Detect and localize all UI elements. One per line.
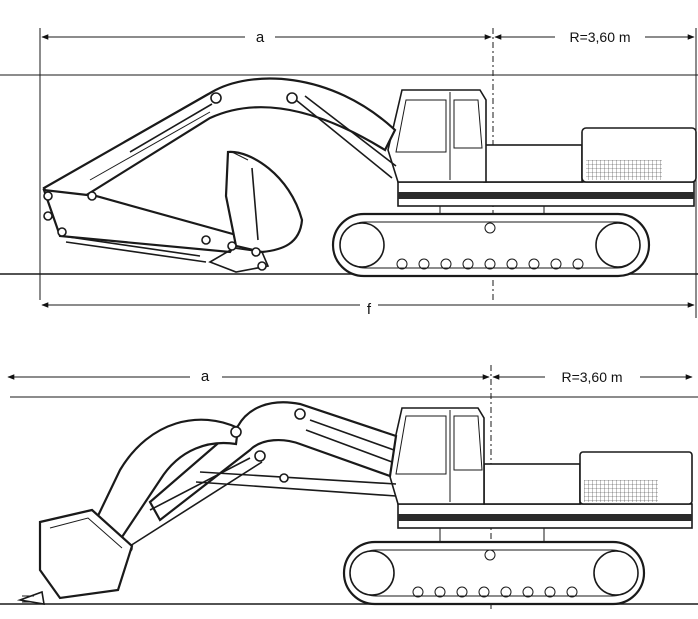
dimension-f: f [41, 301, 695, 318]
crawler-track-bottom [342, 540, 646, 606]
dimension-r-label: R=3,60 m [561, 369, 622, 385]
cab-top [387, 89, 487, 183]
arm-bucket-bottom [16, 418, 263, 605]
bottom-view: a R=3,60 m [0, 365, 698, 610]
cab-bottom [387, 407, 485, 505]
dimension-r-label: R=3,60 m [569, 29, 630, 45]
crawler-track-top [331, 212, 651, 278]
upper-structure-bottom [397, 451, 693, 543]
dimension-a-label: a [201, 368, 210, 385]
top-view: a R=3,60 m f [0, 28, 698, 318]
dimension-a-bottom: a [7, 368, 490, 385]
dimension-a-label: a [256, 29, 265, 46]
boom-bottom [148, 401, 398, 522]
dimension-f-label: f [367, 301, 372, 318]
arm-bucket-top [42, 150, 304, 273]
upper-structure-top [397, 127, 697, 215]
boom-top [42, 77, 397, 216]
